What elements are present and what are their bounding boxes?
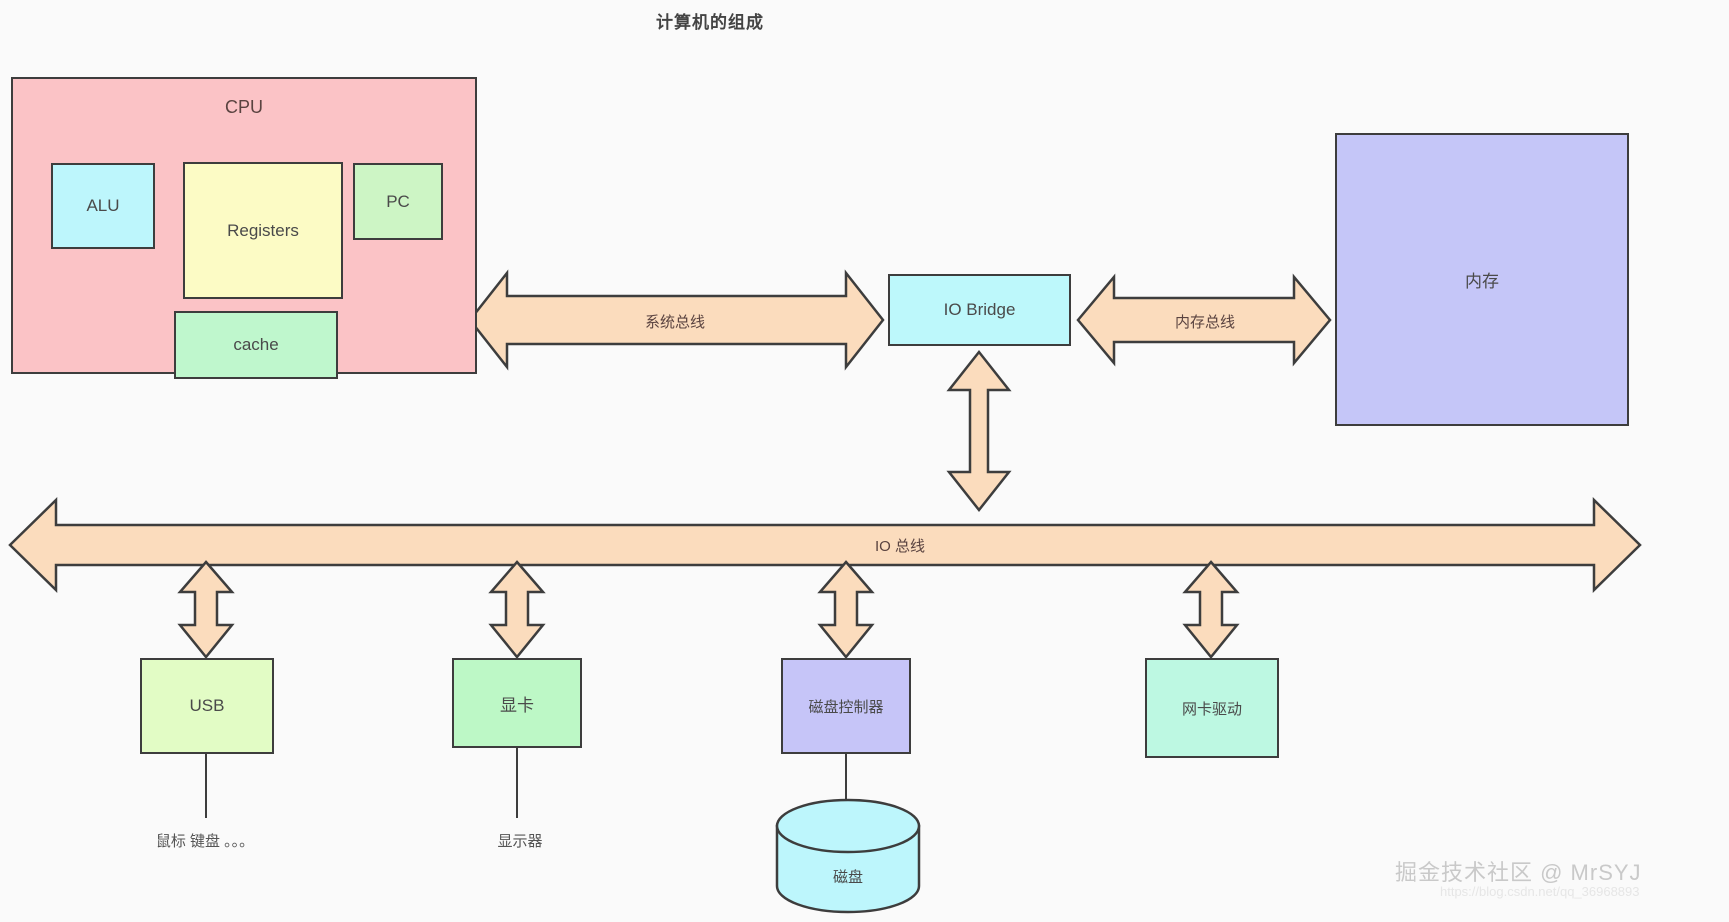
nic-branch-arrow bbox=[1182, 560, 1240, 659]
graphics-card-peripheral-label: 显示器 bbox=[497, 833, 543, 850]
usb-label: USB bbox=[189, 696, 225, 715]
memory-bus-label: 内存总线 bbox=[1174, 314, 1235, 331]
gpu-branch-arrow bbox=[488, 560, 546, 659]
graphics-card-label: 显卡 bbox=[500, 695, 534, 715]
system-bus-label: 系统总线 bbox=[644, 314, 705, 331]
disk-label: 磁盘 bbox=[832, 869, 863, 886]
disk-controller-box: 磁盘控制器 bbox=[781, 658, 911, 754]
graphics-card-box: 显卡 bbox=[452, 658, 582, 748]
registers-label: Registers bbox=[227, 220, 299, 240]
memory-label: 内存 bbox=[1465, 272, 1499, 291]
memory-box: 内存 bbox=[1335, 133, 1629, 426]
io-bridge-box: IO Bridge bbox=[888, 274, 1071, 346]
nic-driver-box: 网卡驱动 bbox=[1145, 658, 1279, 758]
usb-peripheral-label: 鼠标 键盘 。。。 bbox=[155, 833, 255, 850]
nic-driver-label: 网卡驱动 bbox=[1181, 700, 1242, 718]
alu-box: ALU bbox=[51, 163, 155, 249]
disk-controller-label: 磁盘控制器 bbox=[808, 698, 884, 716]
disk-cylinder bbox=[775, 798, 921, 914]
io-bridge-label: IO Bridge bbox=[943, 300, 1016, 319]
io-bus-label: IO 总线 bbox=[874, 538, 925, 555]
usb-box: USB bbox=[140, 658, 274, 754]
registers-box: Registers bbox=[183, 162, 343, 299]
disk-controller-branch-arrow bbox=[817, 560, 875, 659]
watermark-text: 掘金技术社区 @ MrSYJ bbox=[1395, 860, 1642, 885]
pc-box: PC bbox=[353, 163, 443, 240]
io-bus-arrow bbox=[8, 497, 1642, 593]
usb-branch-arrow bbox=[177, 560, 235, 659]
memory-bus-arrow bbox=[1076, 273, 1332, 367]
cache-box: cache bbox=[174, 311, 338, 379]
watermark-url: https://blog.csdn.net/qq_36968893 bbox=[1440, 884, 1640, 899]
page-title: 计算机的组成 bbox=[656, 13, 764, 32]
io-bridge-to-iobus-arrow bbox=[946, 349, 1012, 513]
cpu-label: CPU bbox=[224, 97, 263, 117]
alu-label: ALU bbox=[86, 196, 120, 215]
system-bus-arrow bbox=[468, 269, 885, 371]
pc-label: PC bbox=[386, 191, 410, 211]
cache-label: cache bbox=[233, 335, 279, 354]
